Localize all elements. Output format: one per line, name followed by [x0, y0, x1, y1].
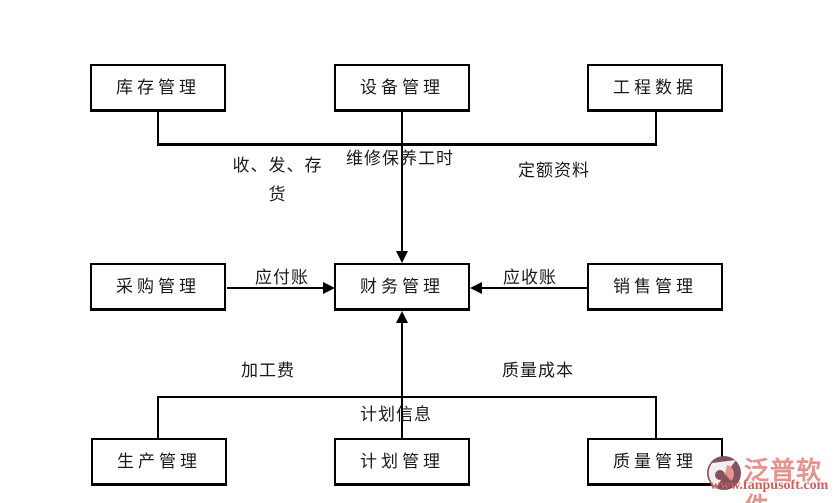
connector-inventory-drop	[157, 112, 159, 145]
node-inventory-mgmt: 库存管理	[90, 64, 226, 112]
edge-label-processing-fee: 加工费	[241, 361, 295, 380]
fanpu-url-text: www.fanpusoft.com	[710, 478, 829, 493]
node-planning-mgmt: 计划管理	[334, 438, 470, 486]
connector-bottom-bus	[157, 396, 657, 398]
node-equipment-mgmt: 设备管理	[334, 64, 470, 112]
connector-planning-to-finance	[401, 322, 403, 438]
connector-quality-rise	[655, 396, 657, 438]
arrowhead-into-finance-top	[396, 251, 408, 263]
edge-label-maintenance-hours: 维修保养工时	[346, 149, 454, 168]
arrowhead-into-finance-left	[323, 282, 335, 294]
node-procurement-mgmt: 采购管理	[90, 263, 226, 311]
connector-production-rise	[157, 396, 159, 438]
edge-label-plan-info: 计划信息	[360, 405, 432, 424]
connector-procurement-to-finance	[227, 287, 325, 289]
edge-label-receive-dispatch-stock: 收、发、存货	[232, 156, 323, 204]
fanpu-watermark: 泛普软件 www.fanpusoft.com	[704, 450, 838, 503]
node-production-mgmt: 生产管理	[91, 438, 227, 486]
fanpu-brand-text: 泛普软件	[744, 457, 823, 503]
connector-top-bus	[157, 143, 657, 146]
edge-label-quality-cost: 质量成本	[502, 361, 574, 380]
node-engineering-data: 工程数据	[587, 64, 723, 112]
node-quality-mgmt: 质量管理	[587, 438, 723, 486]
node-finance-mgmt: 财务管理	[334, 263, 470, 311]
connector-equipment-to-finance	[401, 112, 403, 253]
edge-label-accounts-payable: 应付账	[255, 268, 309, 287]
connector-sales-to-finance	[482, 287, 587, 289]
arrowhead-into-finance-right	[470, 282, 482, 294]
node-sales-mgmt: 销售管理	[587, 263, 723, 311]
fanpu-logo-icon	[707, 456, 741, 490]
edge-label-accounts-receivable: 应收账	[503, 268, 557, 287]
connector-engineering-drop	[655, 112, 657, 145]
edge-label-quota-data: 定额资料	[518, 161, 590, 180]
arrowhead-into-finance-bottom	[396, 311, 408, 323]
